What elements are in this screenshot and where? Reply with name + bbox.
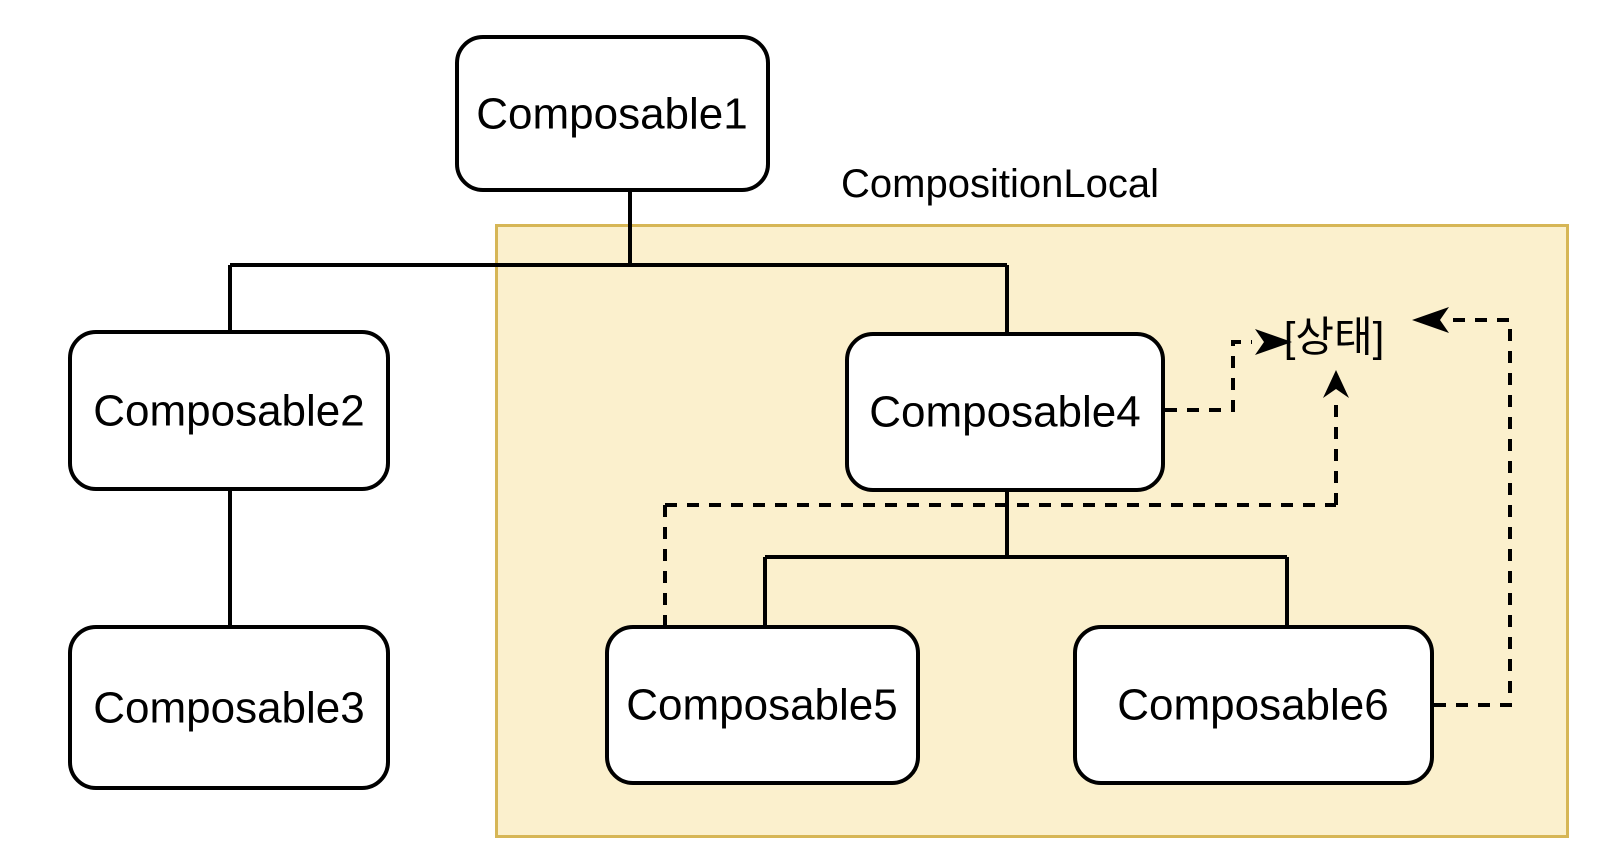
node-composable3[interactable]: Composable3 [68,625,390,790]
node-composable6-label: Composable6 [1117,681,1389,730]
node-composable3-box[interactable] [68,625,390,790]
node-composable4[interactable]: Composable4 [845,332,1165,492]
node-composable2[interactable]: Composable2 [68,330,390,491]
node-composable5[interactable]: Composable5 [605,625,920,785]
arrowhead-state-feed-up [1323,370,1349,398]
node-composable4-box[interactable] [845,332,1165,492]
edge-c4-to-state-dashed [1165,340,1252,412]
node-composable1[interactable]: Composable1 [455,35,770,192]
node-composable1-box[interactable] [455,35,770,192]
arrowhead-c4-to-state [1255,329,1292,355]
node-composable5-label: Composable5 [626,681,898,730]
arrowhead-c6-to-state [1412,307,1449,333]
node-composable4-label: Composable4 [869,388,1141,437]
node-composable2-box[interactable] [68,330,390,491]
node-composable1-label: Composable1 [476,90,748,139]
state-label: [상태] [1284,314,1385,361]
composition-local-scope-label: CompositionLocal [841,162,1159,206]
node-composable5-box[interactable] [605,625,920,785]
node-composable6-box[interactable] [1073,625,1434,785]
node-composable6[interactable]: Composable6 [1073,625,1434,785]
node-composable2-label: Composable2 [93,387,365,436]
edge-c6-to-state-dashed [1434,318,1512,707]
node-composable3-label: Composable3 [93,684,365,733]
